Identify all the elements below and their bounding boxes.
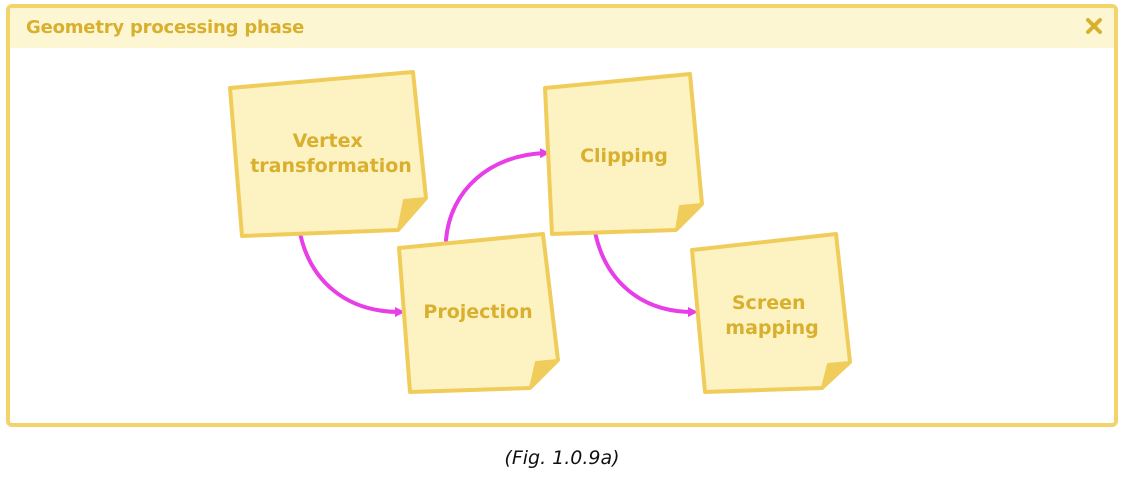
svg-text:Clipping: Clipping (580, 145, 668, 167)
panel-header: Geometry processing phase (10, 8, 1114, 48)
arrow-vertex-to-projection (298, 231, 405, 317)
note-projection-label: Projection (423, 301, 532, 323)
note-screen-line-1: Screen (732, 292, 806, 314)
diagram-panel: Geometry processing phase (6, 4, 1118, 427)
note-screen-line-2: mapping (725, 317, 818, 339)
note-clipping-label: Clipping (580, 145, 668, 167)
note-vertex-line-2: transformation (250, 155, 412, 177)
arrow-clipping-to-screen (593, 230, 698, 317)
panel-title: Geometry processing phase (26, 17, 305, 38)
svg-text:Screen mapping: Screen mapping (725, 292, 818, 339)
note-vertex-line-1: Vertex (293, 130, 363, 152)
note-vertex-transformation: Vertex transformation (228, 70, 428, 238)
svg-text:Projection: Projection (423, 301, 532, 323)
note-screen-mapping: Screen mapping (690, 232, 852, 394)
arrow-projection-to-clipping (444, 148, 550, 242)
note-projection: Projection (397, 232, 560, 394)
close-icon[interactable] (1080, 12, 1108, 40)
figure-caption: (Fig. 1.0.9a) (504, 447, 620, 469)
note-clipping: Clipping (543, 72, 704, 236)
svg-text:Vertex transformation: Vertex transformation (250, 130, 412, 177)
